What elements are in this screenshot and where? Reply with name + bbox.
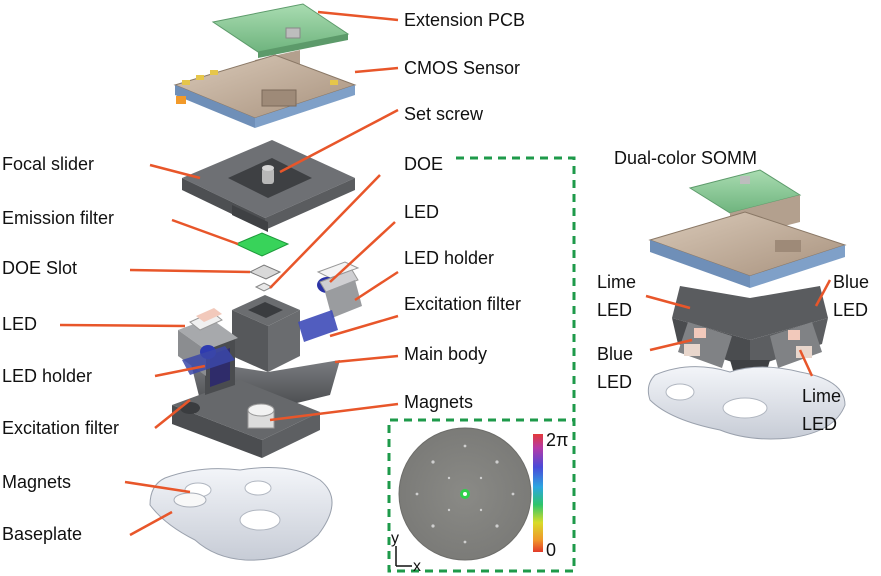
label-extension-pcb: Extension PCB bbox=[404, 10, 525, 30]
magnet-part bbox=[247, 403, 275, 429]
label-led-holder-left: LED holder bbox=[2, 366, 92, 386]
label-magnets-left: Magnets bbox=[2, 472, 71, 492]
label-excitation-filter-right: Excitation filter bbox=[404, 294, 521, 314]
label-magnets-right: Magnets bbox=[404, 392, 473, 412]
doe-slot-part bbox=[248, 264, 282, 292]
axis-x-label: x bbox=[413, 558, 421, 575]
leader-lines bbox=[59, 10, 399, 537]
lime-led-left-line1: Lime bbox=[597, 272, 636, 292]
label-led-right: LED bbox=[404, 202, 439, 222]
axis-y-label: y bbox=[391, 530, 399, 547]
somm-labels: Lime LED Blue LED Blue LED Lime LED bbox=[597, 272, 869, 434]
blue-led-left-line1: Blue bbox=[597, 344, 633, 364]
label-set-screw: Set screw bbox=[404, 104, 484, 124]
right-led-part bbox=[298, 261, 362, 342]
doe-diffraction-dots bbox=[415, 444, 515, 544]
cmos-sensor-part bbox=[173, 54, 357, 128]
lime-led-right-line1: Lime bbox=[802, 386, 841, 406]
label-focal-slider: Focal slider bbox=[2, 154, 94, 174]
colorbar-min-label: 0 bbox=[546, 540, 556, 560]
label-baseplate: Baseplate bbox=[2, 524, 82, 544]
blue-led-right-line1: Blue bbox=[833, 272, 869, 292]
dashed-box bbox=[387, 156, 576, 573]
label-main-body: Main body bbox=[404, 344, 487, 364]
blue-led-left-line2: LED bbox=[597, 372, 632, 392]
label-emission-filter: Emission filter bbox=[2, 208, 114, 228]
phase-colorbar bbox=[533, 434, 543, 552]
focal-slider-part bbox=[182, 140, 355, 232]
label-led-left: LED bbox=[2, 314, 37, 334]
baseplate-part bbox=[149, 467, 333, 561]
part-labels: Extension PCB CMOS Sensor Set screw Foca… bbox=[2, 10, 525, 544]
lime-led-left-line2: LED bbox=[597, 300, 632, 320]
label-cmos-sensor: CMOS Sensor bbox=[404, 58, 520, 78]
doe-inset: 2π 0 y x bbox=[387, 156, 576, 575]
label-doe: DOE bbox=[404, 154, 443, 174]
somm-leader-lines bbox=[645, 279, 832, 377]
label-led-holder-right: LED holder bbox=[404, 248, 494, 268]
colorbar-max-label: 2π bbox=[546, 430, 568, 450]
somm-title: Dual-color SOMM bbox=[614, 148, 757, 168]
blue-led-right-line2: LED bbox=[833, 300, 868, 320]
label-excitation-filter-left: Excitation filter bbox=[2, 418, 119, 438]
emission-filter-part bbox=[234, 232, 290, 257]
label-doe-slot: DOE Slot bbox=[2, 258, 77, 278]
dual-color-somm-assembly: Dual-color SOMM bbox=[614, 148, 847, 440]
lime-led-right-line2: LED bbox=[802, 414, 837, 434]
